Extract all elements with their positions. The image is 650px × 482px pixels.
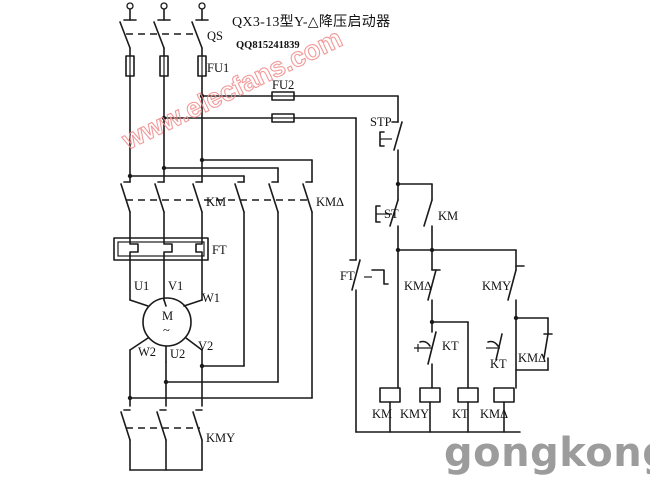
kt-inst-contact	[486, 333, 503, 361]
coil-km	[379, 387, 401, 403]
fu1-fuses	[125, 55, 207, 77]
fu2-fuses	[271, 91, 295, 123]
km-main-contacts	[120, 181, 203, 213]
stp-button	[379, 121, 403, 151]
qs-switch	[119, 19, 209, 49]
label-w2: W2	[138, 345, 156, 359]
ft-thermal-relay	[113, 237, 209, 261]
label-st: ST	[384, 207, 399, 221]
diagram-title: QX3-13型Y-△降压启动器	[232, 14, 390, 30]
coil-label-kmy: KMY	[400, 407, 429, 421]
motor-ac-symbol: ~	[163, 323, 170, 337]
label-ft-contact: FT	[340, 269, 355, 283]
labels: QX3-13型Y-△降压启动器 QQ815241839 QS FU1 FU2 S…	[134, 14, 546, 445]
label-qs: QS	[207, 29, 223, 43]
km-aux-contact	[423, 199, 433, 227]
label-kmy-no: KMY	[482, 279, 511, 293]
label-u2: U2	[170, 347, 185, 361]
label-fu2: FU2	[272, 78, 294, 92]
label-km-aux: KM	[438, 209, 458, 223]
label-ft-relay: FT	[212, 243, 227, 257]
label-km-delta-nc: KM∆	[404, 279, 432, 293]
label-v2: V2	[198, 339, 213, 353]
coil-label-km: KM	[372, 407, 392, 421]
motor	[142, 297, 192, 347]
label-kmy-main: KMY	[206, 431, 235, 445]
coil-kmy	[419, 387, 441, 403]
control-circuit	[271, 91, 553, 433]
km-delta-main-contacts	[204, 181, 313, 213]
coil-label-km-delta: KM∆	[480, 407, 508, 421]
kt-delay-contact	[414, 321, 437, 365]
label-fu1: FU1	[207, 61, 229, 75]
kmy-main-contacts	[120, 409, 203, 441]
coil-label-kt: KT	[452, 407, 469, 421]
coil-kt	[457, 387, 479, 403]
power-circuit	[113, 2, 313, 471]
gongkong-logo: gongkong	[444, 430, 650, 476]
label-km-delta-aux: KM∆	[518, 351, 546, 365]
motor-label: M	[162, 309, 173, 323]
supply-terminal-l3	[198, 2, 206, 10]
label-kt-contact: KT	[442, 339, 459, 353]
supply-terminal-l2	[160, 2, 168, 10]
label-u1: U1	[134, 279, 149, 293]
motor-symbol	[142, 297, 192, 347]
label-kt-inst: KT	[490, 357, 507, 371]
label-km-delta-main: KM∆	[316, 195, 344, 209]
kmy-no-contact	[507, 265, 525, 301]
elecfans-watermark: www.elecfans.com	[117, 23, 347, 156]
st-button	[375, 199, 399, 227]
label-km-main: KM	[206, 195, 226, 209]
coil-km-delta	[493, 387, 515, 403]
qq-number: QQ815241839	[236, 40, 300, 51]
km-delta-nc-contact	[427, 249, 441, 301]
label-v1: V1	[168, 279, 183, 293]
label-w1: W1	[202, 291, 220, 305]
label-stp: STP	[370, 115, 392, 129]
ft-contact	[349, 259, 389, 291]
supply-terminal-l1	[126, 2, 134, 10]
